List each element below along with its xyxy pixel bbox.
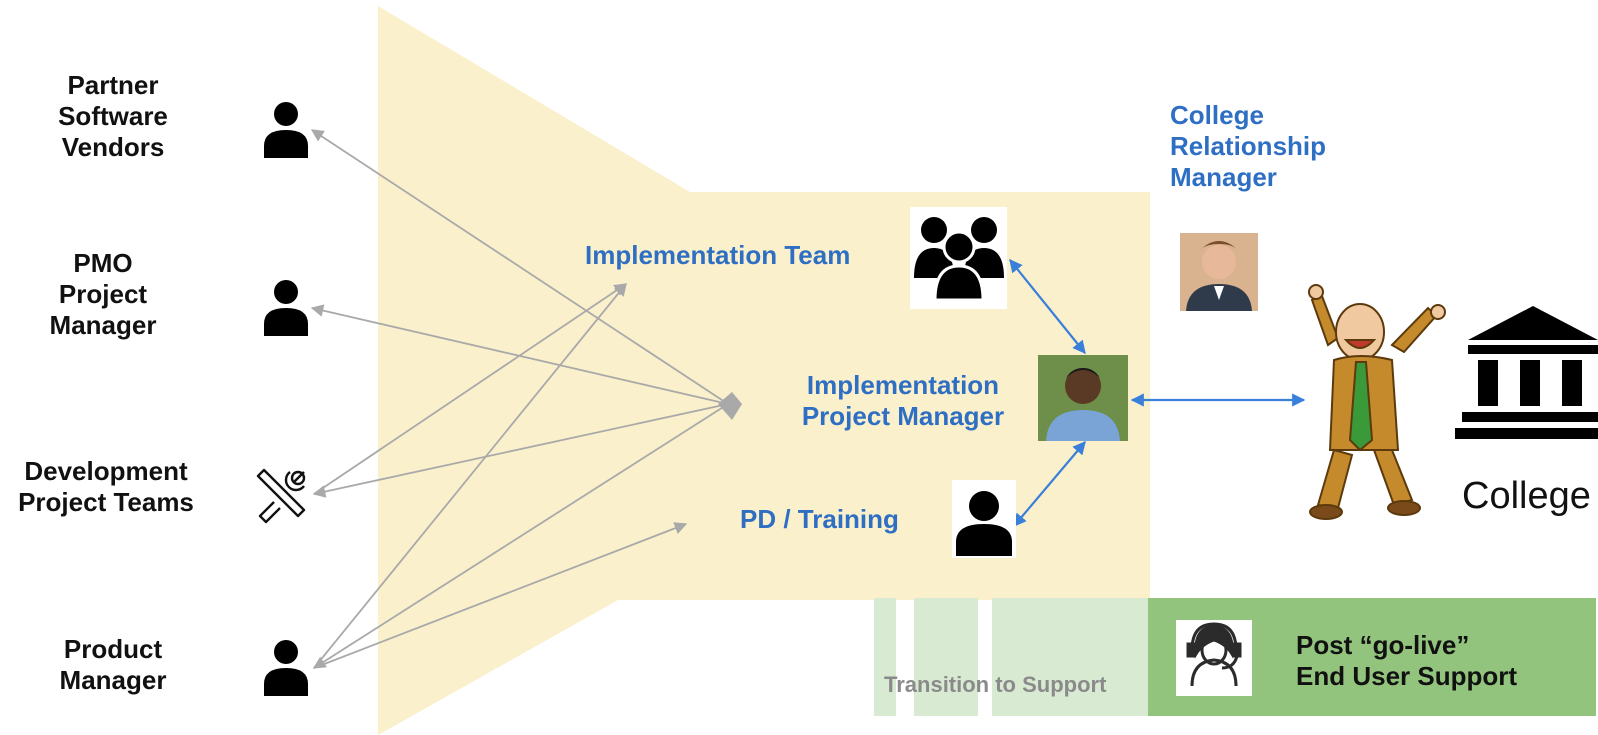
happy-person-icon [1308, 284, 1446, 520]
headset-agent-icon [1186, 622, 1242, 687]
transition-to-support-label: Transition to Support [884, 672, 1107, 697]
college-label: College [1462, 475, 1591, 517]
college-building-icon [1455, 306, 1598, 439]
role-label-pd-training: PD / Training [740, 504, 899, 534]
person-icon [264, 280, 308, 336]
gray-connectors [310, 129, 729, 669]
person-icon [956, 491, 1012, 556]
transition-stripe-1 [874, 598, 896, 716]
blue-connectors [1009, 258, 1306, 528]
tools-icon [256, 468, 306, 524]
stakeholder-label-partner-software-vendors: Partner Software Vendors [58, 70, 168, 163]
transition-stripe-2 [914, 598, 978, 716]
person-icon [264, 102, 308, 158]
stakeholder-label-development-project-teams: Development Project Teams [18, 456, 194, 518]
role-label-implementation-team: Implementation Team [585, 240, 851, 270]
relationship-manager-photo [1180, 233, 1258, 311]
transition-stripe-3 [992, 598, 1150, 716]
role-label-college-relationship-manager: College Relationship Manager [1170, 100, 1327, 193]
implementation-pm-photo [1038, 355, 1128, 441]
stakeholder-label-product-manager: Product Manager [59, 634, 167, 696]
team-group-icon [914, 217, 1004, 302]
end-user-support-label: Post “go-live” End User Support [1296, 630, 1518, 692]
hub-diamond [718, 392, 742, 420]
stakeholder-label-pmo-project-manager: PMO Project Manager [49, 248, 157, 341]
role-label-implementation-project-manager: Implementation Project Manager [801, 370, 1005, 432]
person-icon [264, 640, 308, 696]
